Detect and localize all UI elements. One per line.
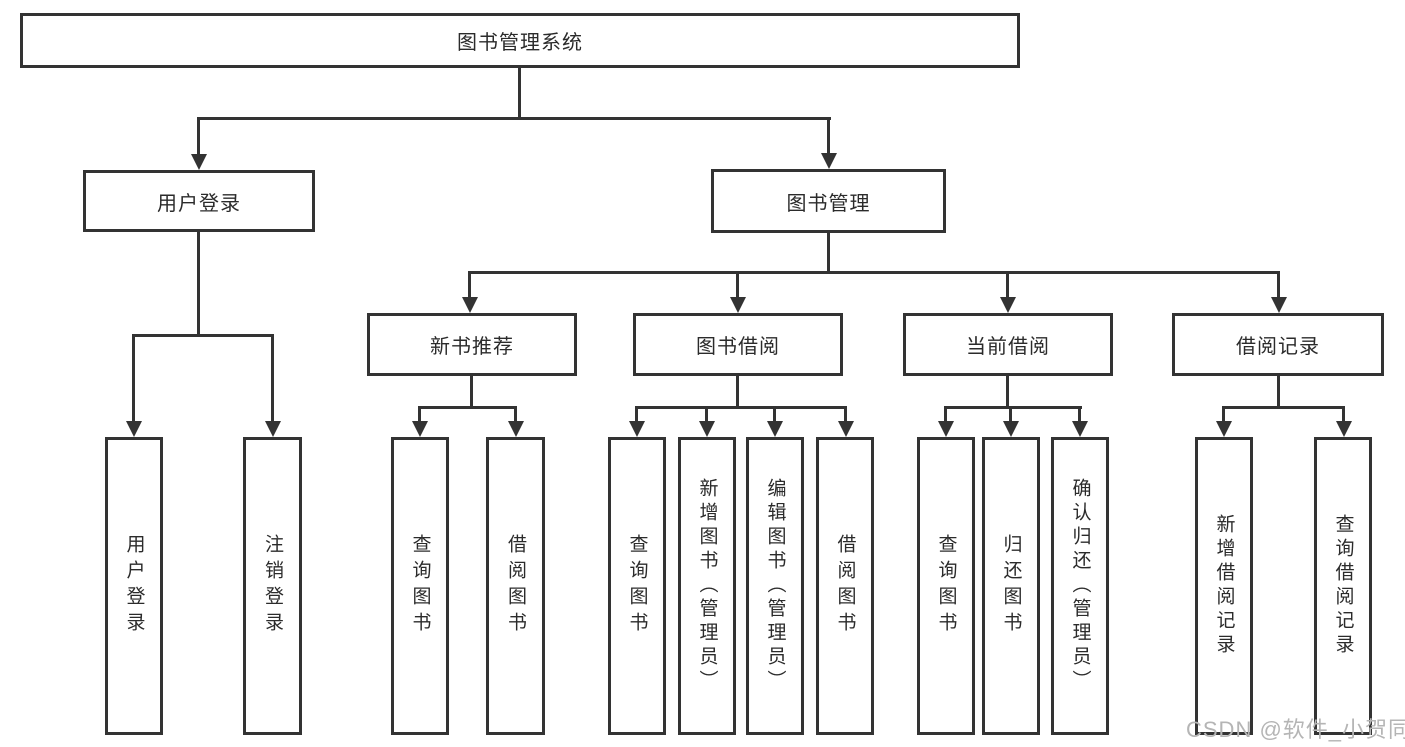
connector-line [132,334,274,337]
connector-line [1342,406,1345,424]
connector-line [1277,376,1280,409]
connector-line [197,117,831,120]
connector-line [844,406,847,424]
leaf-logout: 注销登录 [243,437,302,735]
leaf-user-login: 用户登录 [105,437,163,735]
leaf-add-books-admin: 新增图书（管理员） [678,437,736,735]
connector-line [635,406,638,424]
connector-line [944,406,947,424]
connector-arrow [938,421,954,437]
connector-arrow [699,421,715,437]
connector-line [827,233,830,274]
connector-arrow [1216,421,1232,437]
connector-line [1222,406,1225,424]
leaf-return-books: 归还图书 [982,437,1040,735]
connector-line [827,117,830,158]
connector-arrow [1003,421,1019,437]
connector-arrow [126,421,142,437]
connector-line [635,406,847,409]
connector-arrow [1000,297,1016,313]
connector-line [944,406,1082,409]
connector-line [736,271,739,299]
connector-arrow [508,421,524,437]
connector-arrow [730,297,746,313]
connector-line [132,334,135,424]
connector-arrow [462,297,478,313]
leaf-add-borrow-record: 新增借阅记录 [1195,437,1253,735]
connector-line [1277,271,1280,299]
node-book-borrowing: 图书借阅 [633,313,843,376]
node-borrowing-records: 借阅记录 [1172,313,1384,376]
connector-line [418,406,421,424]
leaf-confirm-return-admin: 确认归还（管理员） [1051,437,1109,735]
node-new-book-recommend: 新书推荐 [367,313,577,376]
connector-line [468,271,1280,274]
connector-line [773,406,776,424]
connector-line [705,406,708,424]
connector-line [197,117,200,158]
connector-line [197,232,200,336]
connector-line [1222,406,1345,409]
connector-arrow [629,421,645,437]
leaf-edit-books-admin: 编辑图书（管理员） [746,437,804,735]
leaf-query-books-borrowing: 查询图书 [608,437,666,735]
connector-line [1006,271,1009,299]
connector-arrow [838,421,854,437]
connector-arrow [821,153,837,169]
leaf-query-borrow-record: 查询借阅记录 [1314,437,1372,735]
connector-arrow [1072,421,1088,437]
leaf-borrow-books-recommend: 借阅图书 [486,437,545,735]
connector-line [468,271,471,299]
leaf-query-books-current: 查询图书 [917,437,975,735]
connector-arrow [1271,297,1287,313]
connector-line [418,406,517,409]
node-library-management-system: 图书管理系统 [20,13,1020,68]
node-book-management: 图书管理 [711,169,946,233]
connector-line [271,334,274,424]
leaf-borrow-books: 借阅图书 [816,437,874,735]
node-current-borrowing: 当前借阅 [903,313,1113,376]
connector-line [1009,406,1012,424]
connector-line [1078,406,1081,424]
leaf-query-books-recommend: 查询图书 [391,437,449,735]
connector-arrow [1336,421,1352,437]
connector-line [514,406,517,424]
connector-line [470,376,473,409]
csdn-watermark: CSDN @软件_小贺同学 [1186,717,1405,742]
connector-arrow [265,421,281,437]
connector-line [518,68,521,119]
connector-arrow [191,154,207,170]
connector-line [736,376,739,409]
node-user-login: 用户登录 [83,170,315,232]
connector-arrow [767,421,783,437]
connector-arrow [412,421,428,437]
connector-line [1006,376,1009,409]
